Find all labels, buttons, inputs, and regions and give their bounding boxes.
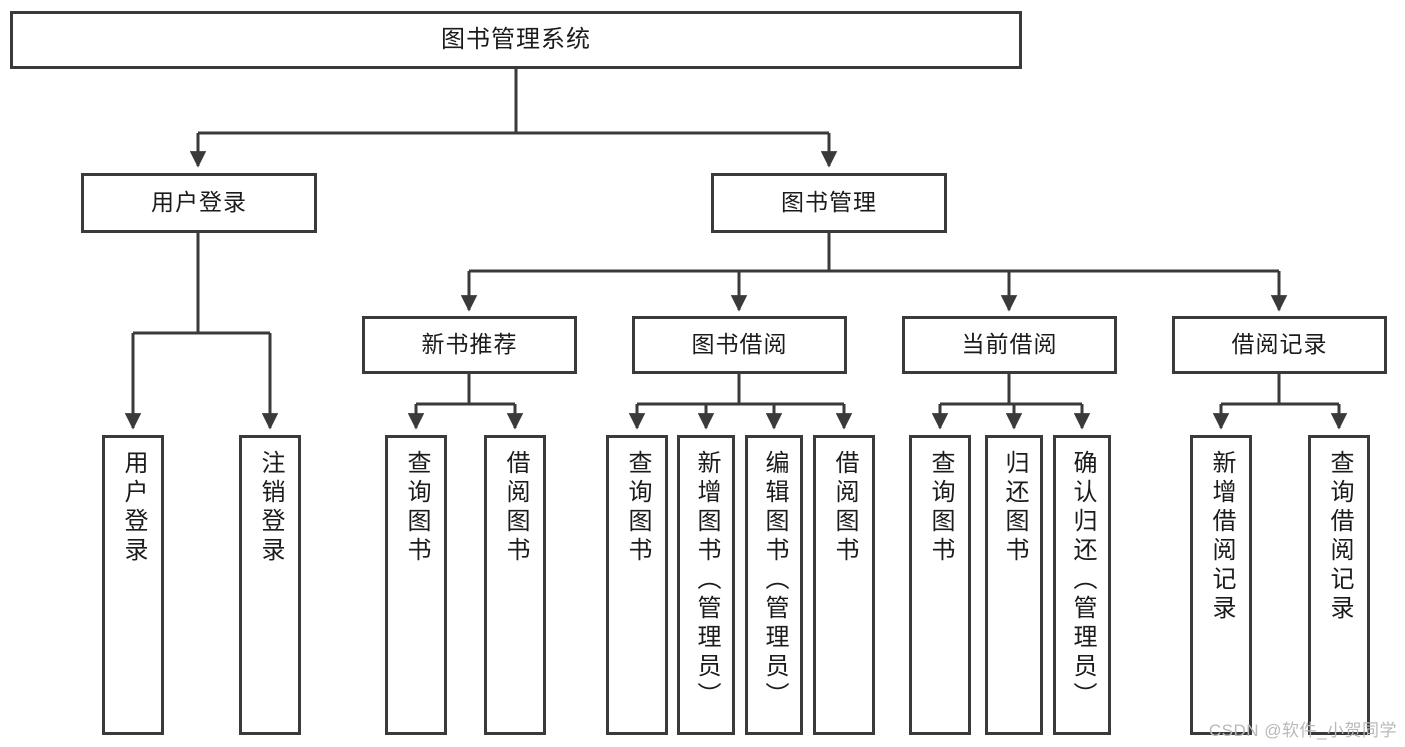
node-leaf-confirm-return-label: 确认归还（管理员） [1069, 450, 1096, 711]
node-leaf-query-book-3[interactable]: 查询图书 [909, 435, 971, 735]
node-leaf-query-book-1[interactable]: 查询图书 [385, 435, 447, 735]
node-leaf-borrow-book-2-label: 借阅图书 [831, 450, 858, 566]
node-leaf-query-record-label: 查询借阅记录 [1326, 450, 1353, 624]
node-leaf-confirm-return[interactable]: 确认归还（管理员） [1053, 435, 1111, 735]
node-book-manage-label: 图书管理 [781, 189, 877, 216]
node-leaf-add-record[interactable]: 新增借阅记录 [1190, 435, 1252, 735]
node-leaf-query-record[interactable]: 查询借阅记录 [1308, 435, 1370, 735]
node-borrow-record[interactable]: 借阅记录 [1172, 316, 1387, 374]
node-leaf-edit-book-label: 编辑图书（管理员） [761, 450, 788, 711]
node-new-book-recommend-label: 新书推荐 [421, 331, 518, 358]
node-leaf-add-book-label: 新增图书（管理员） [693, 450, 720, 711]
node-user-login[interactable]: 用户登录 [81, 173, 317, 233]
node-leaf-add-book[interactable]: 新增图书（管理员） [677, 435, 735, 735]
node-leaf-query-book-2-label: 查询图书 [624, 450, 651, 566]
node-leaf-user-logout[interactable]: 注销登录 [239, 435, 301, 735]
node-new-book-recommend[interactable]: 新书推荐 [362, 316, 577, 374]
node-leaf-return-book[interactable]: 归还图书 [985, 435, 1043, 735]
node-leaf-edit-book[interactable]: 编辑图书（管理员） [745, 435, 803, 735]
node-book-borrow[interactable]: 图书借阅 [632, 316, 847, 374]
node-user-login-label: 用户登录 [151, 189, 247, 216]
node-book-manage[interactable]: 图书管理 [711, 173, 947, 233]
node-leaf-query-book-1-label: 查询图书 [403, 450, 430, 566]
node-leaf-add-record-label: 新增借阅记录 [1208, 450, 1235, 624]
node-leaf-user-login-label: 用户登录 [120, 450, 147, 566]
node-current-borrow-label: 当前借阅 [961, 331, 1058, 358]
node-book-borrow-label: 图书借阅 [691, 331, 788, 358]
node-leaf-return-book-label: 归还图书 [1001, 450, 1028, 566]
node-current-borrow[interactable]: 当前借阅 [902, 316, 1117, 374]
node-leaf-query-book-2[interactable]: 查询图书 [606, 435, 668, 735]
node-borrow-record-label: 借阅记录 [1231, 331, 1328, 358]
watermark: CSDN @软件_小贺同学 [1208, 721, 1397, 740]
node-root[interactable]: 图书管理系统 [10, 11, 1022, 69]
node-leaf-borrow-book-2[interactable]: 借阅图书 [813, 435, 875, 735]
node-root-label: 图书管理系统 [441, 25, 591, 53]
node-leaf-borrow-book-1[interactable]: 借阅图书 [484, 435, 546, 735]
node-leaf-borrow-book-1-label: 借阅图书 [502, 450, 529, 566]
node-leaf-query-book-3-label: 查询图书 [927, 450, 954, 566]
node-leaf-user-login[interactable]: 用户登录 [102, 435, 164, 735]
node-leaf-user-logout-label: 注销登录 [257, 450, 284, 566]
